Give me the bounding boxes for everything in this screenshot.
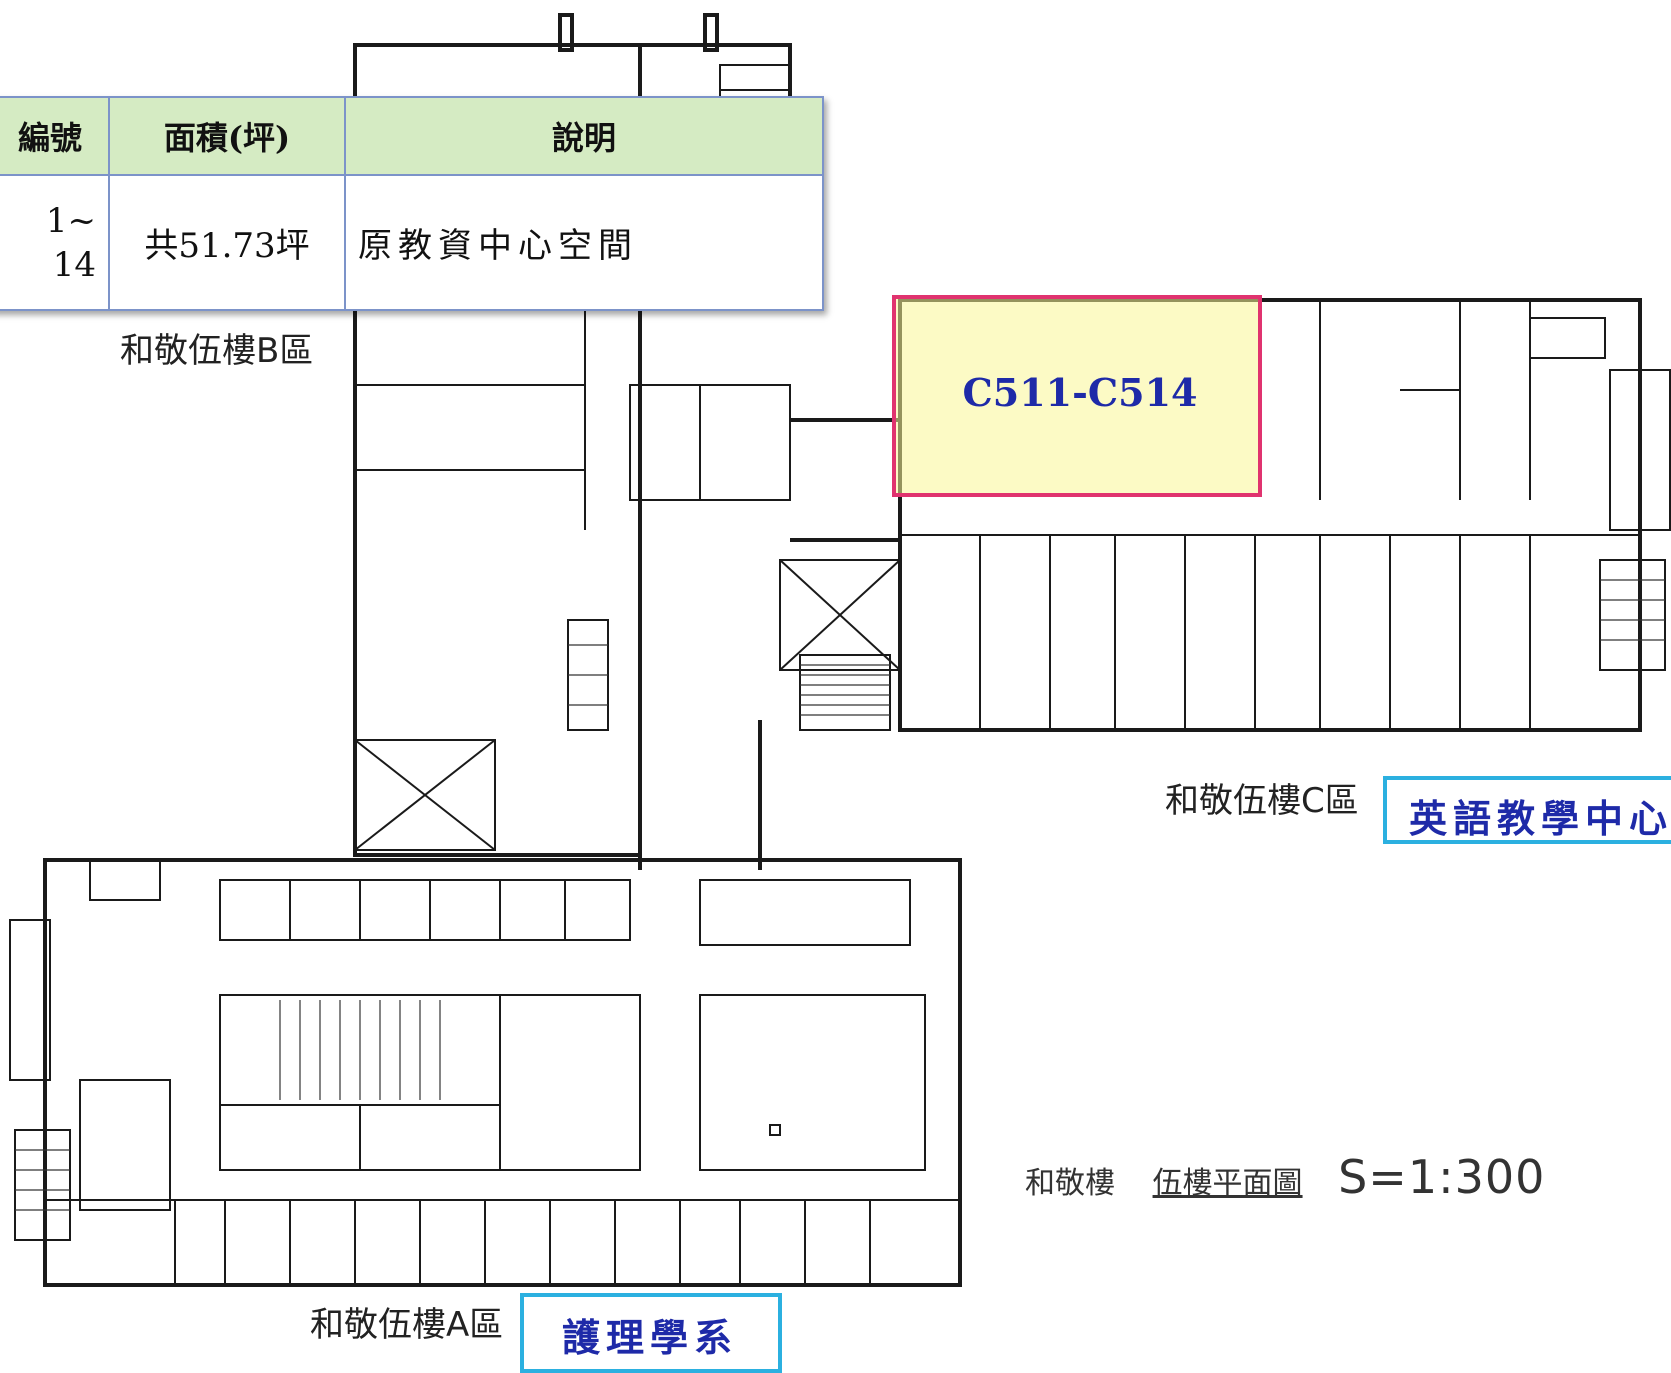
zone-label-c: 和敬伍樓C區 — [1165, 781, 1359, 821]
table-header-row: 編號 面積(坪) 說明 — [0, 96, 824, 176]
header-area: 面積(坪) — [108, 96, 346, 176]
cell-area: 共51.73坪 — [108, 174, 346, 311]
caption-scale: S=1:300 — [1338, 1150, 1546, 1204]
plan-caption: 和敬樓 伍樓平面圖 S=1:300 — [1025, 1150, 1545, 1204]
caption-plan: 伍樓平面圖 — [1152, 1166, 1303, 1201]
wing-c — [898, 298, 1671, 732]
highlighted-rooms — [892, 295, 1262, 497]
header-description: 說明 — [344, 96, 824, 176]
nursing-callout: 護理學系 — [520, 1293, 782, 1373]
english-center-callout: 英語教學中心 — [1383, 776, 1671, 844]
wing-a — [9, 858, 962, 1287]
cell-number: 1~ 14 — [0, 174, 110, 311]
header-number: 編號 — [0, 96, 110, 176]
zone-label-a: 和敬伍樓A區 — [310, 1305, 503, 1345]
connector — [638, 418, 901, 870]
cell-number-line2: 14 — [52, 244, 96, 285]
table-row: 1~ 14 共51.73坪 原教資中心空間 — [0, 174, 824, 311]
cell-description: 原教資中心空間 — [344, 174, 824, 311]
zone-labels: 和敬伍樓B區 和敬伍樓C區 和敬伍樓A區 — [120, 331, 1359, 1345]
room-info-table: 編號 面積(坪) 說明 1~ 14 共51.73坪 原教資中心空間 — [0, 96, 824, 311]
zone-label-b: 和敬伍樓B區 — [120, 331, 313, 371]
caption-building: 和敬樓 — [1025, 1166, 1115, 1201]
cell-number-line1: 1~ — [45, 200, 96, 241]
highlighted-rooms-label: C511-C514 — [962, 370, 1198, 415]
